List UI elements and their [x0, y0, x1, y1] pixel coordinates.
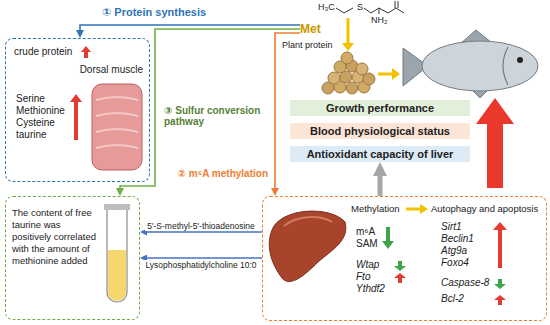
chemical-atom: S	[357, 2, 363, 12]
chemical-atom: H₃C	[318, 2, 335, 12]
liver-highlight	[284, 217, 332, 226]
outcome-text: Growth performance	[296, 102, 464, 114]
down-arrow	[394, 261, 406, 271]
edge-label: 5'-S-methyl-5'-thioadenosine	[145, 221, 257, 231]
process-text: Autophagy and apoptosis	[431, 203, 538, 214]
tube-outline	[107, 208, 127, 302]
tube-cap	[104, 204, 130, 210]
marker-list: m⁶A SAM	[356, 226, 378, 250]
down-arrow	[382, 227, 394, 249]
gene-name: Caspase-8	[441, 277, 489, 288]
fish-illustration	[403, 30, 538, 98]
down-arrow	[494, 279, 506, 289]
chemical-bond	[379, 8, 380, 14]
muscle-tissue	[92, 84, 142, 170]
up-arrow	[70, 94, 82, 140]
gene-list: Sirt1 Beclin1 Atg9a Foxo4	[441, 221, 474, 269]
chemical-bond	[395, 1, 396, 8]
feed-arrow	[347, 18, 350, 44]
gene-list: Wtap Fto Ythdf2	[356, 259, 385, 295]
connector-arrow	[144, 257, 263, 258]
edge-label: ③ Sulfur conversion pathway	[162, 105, 266, 127]
pellet-illustration	[322, 52, 375, 94]
chemical-atom: NH₂	[371, 15, 388, 25]
outcome-text: Antioxidant capacity of liver	[296, 148, 464, 160]
fish-body	[422, 41, 538, 91]
amino-acid-list: Serine Methionine Cysteine taurine	[16, 93, 65, 141]
connector-arrow	[120, 29, 300, 192]
connector-arrow	[144, 231, 263, 232]
liver-panel: Methylation Autophagy and apoptosis m⁶A SA…	[262, 196, 547, 321]
connector-arrow	[378, 169, 383, 196]
process-text: Methylation	[351, 203, 400, 214]
up-arrow	[494, 295, 506, 305]
chemical-bond	[336, 8, 353, 13]
liver-illustration	[269, 211, 346, 281]
pellet	[341, 52, 353, 64]
chemical-bond	[398, 1, 399, 8]
up-arrow	[394, 273, 406, 283]
feed-arrow-head	[342, 43, 354, 51]
process-arrow-head	[420, 204, 428, 214]
muscle-striation	[96, 97, 138, 148]
plasma-tube	[104, 204, 130, 302]
outcome-band: Growth performance	[290, 100, 470, 116]
increase-arrow	[476, 98, 514, 188]
pellet	[346, 82, 358, 94]
chemical-bond	[364, 8, 396, 13]
plasma-panel: The content of free taurine was positive…	[5, 196, 140, 320]
fish-eye	[517, 57, 523, 63]
ingredient-label: Plant protein	[282, 40, 333, 50]
outcome-text: Blood physiological status	[296, 125, 464, 137]
outcome-band: Blood physiological status	[290, 123, 470, 139]
feed-arrow	[378, 73, 393, 76]
finding-text: The content of free taurine was positive…	[12, 207, 97, 267]
liver-shape	[269, 211, 346, 281]
gene-name: Bcl-2	[441, 293, 464, 304]
process-arrow	[406, 208, 421, 211]
result-text: crude protein	[14, 46, 72, 57]
pellet	[356, 63, 368, 75]
muscle-panel: crude proteinDorsal muscleSerine Methion…	[5, 38, 150, 182]
edge-label: Lysophosphatidylcholine 10:0	[143, 260, 258, 270]
chemical-bond	[396, 8, 404, 13]
muscle-illustration	[92, 84, 142, 170]
fish-gill	[503, 47, 508, 85]
plasma-liquid	[108, 250, 126, 301]
outcome-band: Antioxidant capacity of liver	[290, 146, 470, 162]
tissue-label: Dorsal muscle	[80, 64, 143, 75]
source-label: Met	[300, 22, 321, 36]
compound-name: Met	[300, 22, 321, 36]
up-arrow	[81, 46, 91, 58]
pellet	[328, 72, 340, 84]
up-arrow	[493, 222, 507, 268]
edge-label: ① Protein synthesis	[100, 6, 208, 19]
edge-label: ② m⁶A methylation	[176, 168, 271, 179]
feed-arrow-head	[392, 68, 400, 80]
